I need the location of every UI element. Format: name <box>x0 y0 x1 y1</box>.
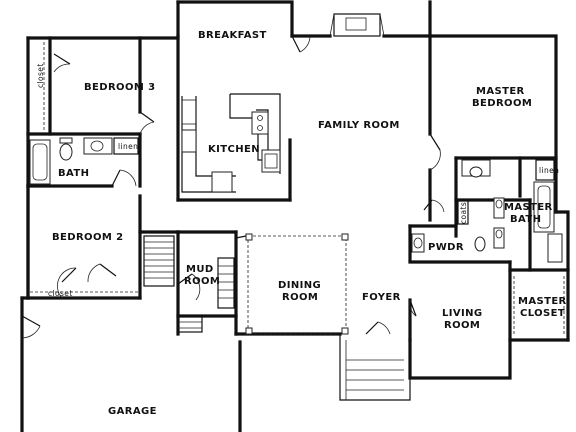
label-bath: BATH <box>58 168 89 179</box>
label-mud-room-2: ROOM <box>184 276 220 287</box>
exterior-walls <box>20 0 570 432</box>
stairs <box>143 235 175 287</box>
label-master-bedroom-2: BEDROOM <box>472 98 532 109</box>
entry-steps <box>339 334 411 401</box>
label-living-room-2: ROOM <box>444 320 480 331</box>
doors <box>21 35 445 339</box>
label-bedroom3: BEDROOM 3 <box>84 82 155 93</box>
small-labels: closet closet linen linen coats <box>36 63 559 298</box>
label-master-closet-1: MASTER <box>518 296 567 307</box>
interior-walls <box>26 34 570 342</box>
label-mud-room-1: MUD <box>186 264 214 275</box>
label-linen-bath: linen <box>118 142 138 151</box>
label-linen-master: linen <box>539 166 559 175</box>
label-master-bath-1: MASTER <box>504 202 553 213</box>
label-living-room-1: LIVING <box>442 308 483 319</box>
label-master-closet-2: CLOSET <box>520 308 565 319</box>
label-master-bath-2: BATH <box>510 214 541 225</box>
label-kitchen: KITCHEN <box>208 144 260 155</box>
fireplace <box>329 13 385 37</box>
master-closet-rods <box>513 276 565 336</box>
dining-room-outline <box>245 233 349 335</box>
powder-fixtures <box>411 233 486 253</box>
label-coats: coats <box>459 202 468 224</box>
bath-fixtures <box>29 137 139 185</box>
label-garage: GARAGE <box>108 406 157 417</box>
room-labels: BREAKFAST BEDROOM 3 FAMILY ROOM MASTER B… <box>52 30 567 417</box>
label-bedroom2: BEDROOM 2 <box>52 232 123 243</box>
master-bath-fixtures <box>457 159 563 263</box>
label-dining-room-2: ROOM <box>282 292 318 303</box>
label-foyer: FOYER <box>362 292 401 303</box>
kitchen-counters <box>181 93 281 193</box>
label-family-room: FAMILY ROOM <box>318 120 400 131</box>
label-master-bedroom-1: MASTER <box>476 86 525 97</box>
label-breakfast: BREAKFAST <box>198 30 267 41</box>
label-closet-bottom: closet <box>48 289 73 298</box>
label-pwdr: PWDR <box>428 242 464 253</box>
label-dining-room-1: DINING <box>278 280 321 291</box>
label-closet-top: closet <box>36 63 45 88</box>
mud-room-lockers <box>177 257 235 333</box>
